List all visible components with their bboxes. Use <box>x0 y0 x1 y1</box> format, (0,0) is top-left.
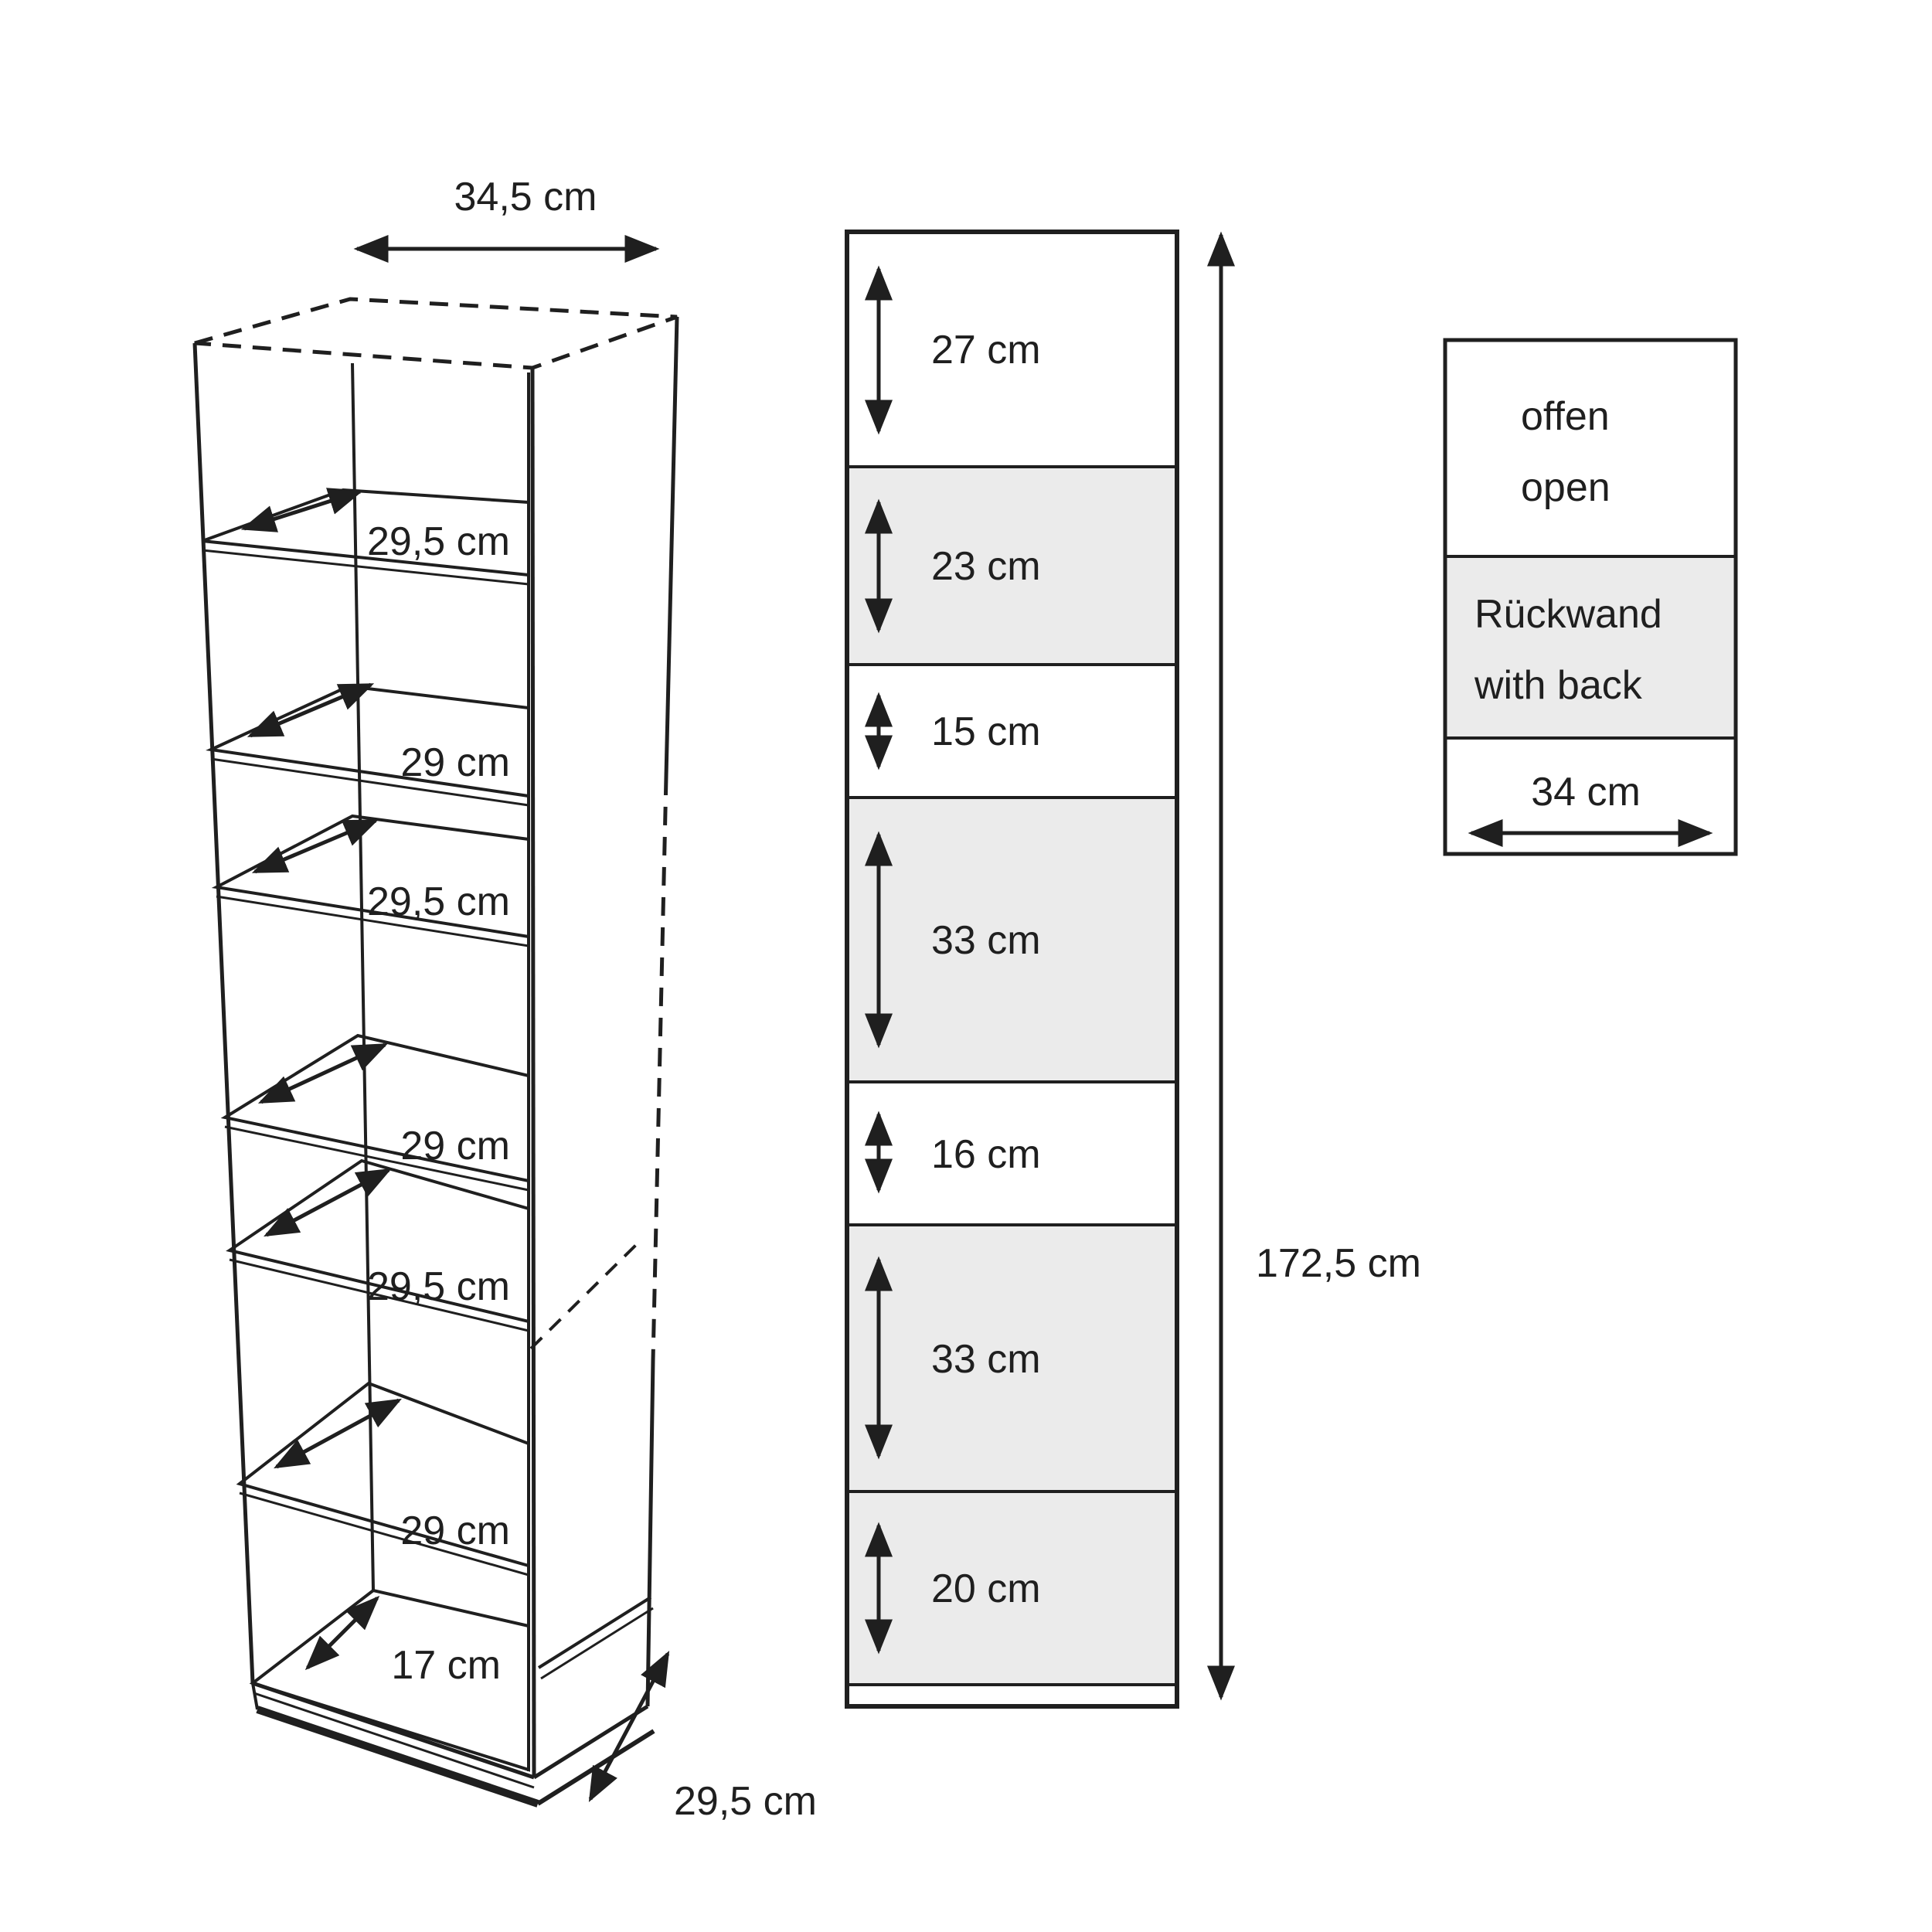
shelf-depth-label: 29 cm <box>400 1509 510 1553</box>
shelf-depth-arrow <box>247 682 375 738</box>
shelf-thickness-line <box>224 1125 529 1192</box>
legend-back-row-bg <box>1447 556 1733 738</box>
shelf-3: 29,5 cm <box>211 814 530 947</box>
legend: offen open Rückwand with back 34 cm <box>1443 338 1738 856</box>
compartment-label-3: 15 cm <box>931 709 1041 754</box>
shelf-thickness-line <box>210 757 529 807</box>
shelf-thickness-line <box>202 549 529 586</box>
compartment-6-back <box>849 1225 1175 1492</box>
side-right-edge-middle-dashed <box>651 776 668 1361</box>
compartment-label-6: 33 cm <box>931 1337 1041 1382</box>
side-plinth-line-1 <box>537 1596 652 1669</box>
inner-back-left-edge <box>351 362 375 1591</box>
compartment-label-4: 33 cm <box>931 918 1041 963</box>
plinth-left-edge <box>251 1682 259 1710</box>
compartment-5-open <box>849 1082 1175 1225</box>
elevation-outline <box>845 230 1179 1709</box>
compartment-2-back <box>849 467 1175 665</box>
shelf-depth-label: 29 cm <box>400 1124 510 1168</box>
front-right-edge <box>530 367 536 1778</box>
legend-open-label-de: offen <box>1521 394 1610 439</box>
shelf-depth-arrow <box>240 488 364 532</box>
front-elevation: 27 cm 23 cm 15 cm 33 cm 16 cm 33 cm 20 c… <box>845 230 1421 1709</box>
legend-outline <box>1443 338 1738 856</box>
plinth-strip <box>849 1685 1175 1706</box>
compartment-label-5: 16 cm <box>931 1132 1041 1177</box>
total-height-label: 172,5 cm <box>1256 1241 1421 1286</box>
side-plinth-line-2 <box>540 1607 654 1680</box>
shelf-thickness-line <box>239 1492 529 1577</box>
side-right-edge-bottom <box>645 1359 655 1707</box>
legend-back-label-de: Rückwand <box>1475 592 1662 637</box>
plinth-bottom-edge <box>256 1706 539 1808</box>
shelf-depth-arrow <box>251 818 379 874</box>
shelf-4: 29 cm <box>220 1033 530 1192</box>
legend-back-label-en: with back <box>1474 663 1643 708</box>
shelf-5: 29,5 cm <box>226 1158 530 1332</box>
front-left-edge <box>192 342 255 1684</box>
floor-front-edge-thickness <box>253 1692 535 1789</box>
shelf-depth-label: 17 cm <box>391 1643 501 1688</box>
shelf-1: 29,5 cm <box>202 488 530 586</box>
depth-arrow <box>588 1651 670 1802</box>
compartment-label-1: 27 cm <box>931 328 1041 372</box>
shelf-depth-arrow <box>274 1398 402 1469</box>
shelf-depth-label: 29 cm <box>400 740 510 785</box>
shelf-2: 29 cm <box>206 682 530 807</box>
perspective-view: 34,5 cm 29,5 cm <box>192 175 817 1824</box>
shelf-thickness-line <box>229 1258 529 1332</box>
legend-open-label-en: open <box>1521 465 1611 510</box>
compartment-4-back <box>849 798 1175 1082</box>
shelf-depth-arrow <box>264 1168 392 1237</box>
compartment-label-7: 20 cm <box>931 1566 1041 1611</box>
shelf-depth-label: 29,5 cm <box>367 1264 510 1309</box>
top-width-label: 34,5 cm <box>454 175 597 219</box>
side-right-edge-top <box>664 316 679 777</box>
compartment-label-2: 23 cm <box>931 544 1041 589</box>
legend-width-label: 34 cm <box>1531 770 1641 815</box>
shelf-depth-label: 29,5 cm <box>367 879 510 924</box>
compartment-7-back <box>849 1492 1175 1685</box>
bottom-board: 17 cm <box>249 1588 530 1772</box>
shelf-thickness-line <box>216 895 529 947</box>
legend-open-row-bg <box>1447 342 1733 556</box>
shelf-depth-arrow <box>257 1043 389 1104</box>
depth-label: 29,5 cm <box>674 1779 817 1824</box>
shelf-6: 29 cm <box>236 1381 530 1577</box>
compartment-3-open <box>849 665 1175 798</box>
shelf-depth-arrow <box>304 1595 380 1671</box>
compartment-1-open <box>849 234 1175 467</box>
shelf-depth-label: 29,5 cm <box>367 519 510 564</box>
